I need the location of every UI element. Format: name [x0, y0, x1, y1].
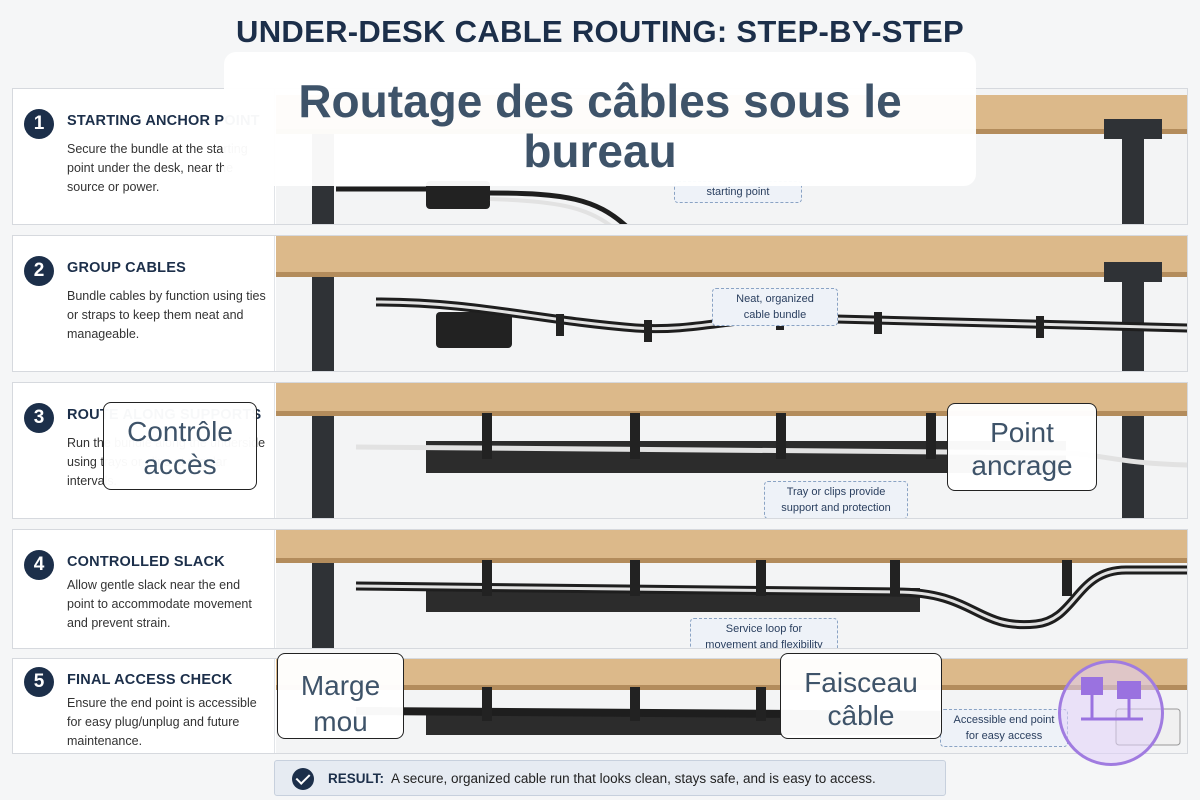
- desk-top: [276, 236, 1187, 274]
- step-number-badge: 3: [24, 403, 54, 433]
- step-number-badge: 4: [24, 550, 54, 580]
- result-banner: RESULT: A secure, organized cable run th…: [274, 760, 946, 796]
- callout-label: Neat, organized cable bundle: [712, 288, 838, 326]
- tray-clip: [630, 687, 640, 721]
- step-illustration: Accessible end point for easy access: [276, 659, 1187, 753]
- step-illustration: Service loop for movement and flexibilit…: [276, 530, 1187, 648]
- logo-shape: [1081, 677, 1103, 695]
- overlay-label-point-ancrage: Point ancrage: [947, 403, 1097, 491]
- step-row-4: 4 CONTROLLED SLACK Allow gentle slack ne…: [12, 529, 1188, 649]
- tray-clip: [482, 413, 492, 459]
- desk-leg: [312, 416, 334, 518]
- tray-clip: [482, 687, 492, 721]
- step-description: Ensure the end point is accessible for e…: [67, 696, 257, 748]
- page-title: UNDER-DESK CABLE ROUTING: STEP-BY-STEP: [236, 14, 964, 49]
- callout-label: Service loop for movement and flexibilit…: [690, 618, 838, 648]
- tray-clip: [890, 560, 900, 596]
- step-title: GROUP CABLES: [67, 260, 186, 276]
- step-title: FINAL ACCESS CHECK: [67, 672, 233, 688]
- cable-tie: [1036, 316, 1044, 338]
- overlay-title: Routage des câbles sous le bureau: [224, 52, 976, 186]
- tray-clip: [756, 687, 766, 721]
- step-row-2: 2 GROUP CABLES Bundle cables by function…: [12, 235, 1188, 372]
- leg-bracket: [1104, 119, 1162, 139]
- logo-shape: [1117, 681, 1141, 699]
- tray-clip: [926, 413, 936, 459]
- result-text: A secure, organized cable run that looks…: [391, 771, 876, 786]
- logo-badge: [1058, 660, 1164, 766]
- desk-edge: [276, 685, 1187, 690]
- cable: [489, 190, 628, 224]
- callout-label: Tray or clips provide support and protec…: [764, 481, 908, 518]
- step-number-badge: 5: [24, 667, 54, 697]
- tray-clip: [776, 413, 786, 459]
- overlay-label-faisceau-cable: Faisceau câble: [780, 653, 942, 739]
- desk-illustration-svg: [276, 530, 1187, 648]
- result-label: RESULT:: [328, 771, 384, 786]
- network-logo-icon: [1081, 677, 1143, 721]
- tray-clip: [756, 560, 766, 596]
- cable-tie: [874, 312, 882, 334]
- step-number-badge: 1: [24, 109, 54, 139]
- desk-leg: [312, 563, 334, 648]
- leg-bracket: [1104, 262, 1162, 282]
- step-number-badge: 2: [24, 256, 54, 286]
- callout-label: Accessible end point for easy access: [940, 709, 1068, 747]
- desk-leg: [1122, 416, 1144, 518]
- desk-leg: [1122, 134, 1144, 224]
- tray-clip: [1062, 560, 1072, 596]
- step-title: CONTROLLED SLACK: [67, 554, 225, 570]
- overlay-label-controle-acces: Contrôle accès: [103, 402, 257, 490]
- step-title: STARTING ANCHOR POINT: [67, 113, 260, 129]
- step-row-5: 5 FINAL ACCESS CHECK Ensure the end poin…: [12, 658, 1188, 754]
- step-text-panel: 4 CONTROLLED SLACK Allow gentle slack ne…: [13, 530, 275, 648]
- desk-top: [276, 530, 1187, 560]
- desk-edge: [276, 558, 1187, 563]
- cable-tie: [556, 314, 564, 336]
- power-brick: [426, 181, 490, 209]
- cable: [489, 197, 612, 224]
- logo-shape: [1081, 695, 1143, 721]
- step-illustration: Neat, organized cable bundle: [276, 236, 1187, 371]
- desk-edge: [276, 272, 1187, 277]
- step-text-panel: 5 FINAL ACCESS CHECK Ensure the end poin…: [13, 659, 275, 753]
- overlay-label-marge-mou: Marge mou: [277, 653, 404, 739]
- step-description: Secure the bundle at the starting point …: [67, 142, 248, 194]
- tray-clip: [630, 560, 640, 596]
- step-text-panel: 2 GROUP CABLES Bundle cables by function…: [13, 236, 275, 371]
- desk-edge: [276, 411, 1187, 416]
- desk-leg: [312, 277, 334, 371]
- checkmark-icon: [292, 768, 314, 790]
- step-description: Bundle cables by function using ties or …: [67, 289, 266, 341]
- callout-label: starting point: [674, 181, 802, 203]
- step-description: Allow gentle slack near the end point to…: [67, 578, 252, 630]
- cable-bundle: [355, 568, 1187, 627]
- tray-clip: [482, 560, 492, 596]
- power-brick: [436, 312, 512, 348]
- tray-clip: [630, 413, 640, 459]
- cable-tie: [644, 320, 652, 342]
- desk-illustration-svg: [276, 236, 1187, 371]
- desk-top: [276, 659, 1187, 687]
